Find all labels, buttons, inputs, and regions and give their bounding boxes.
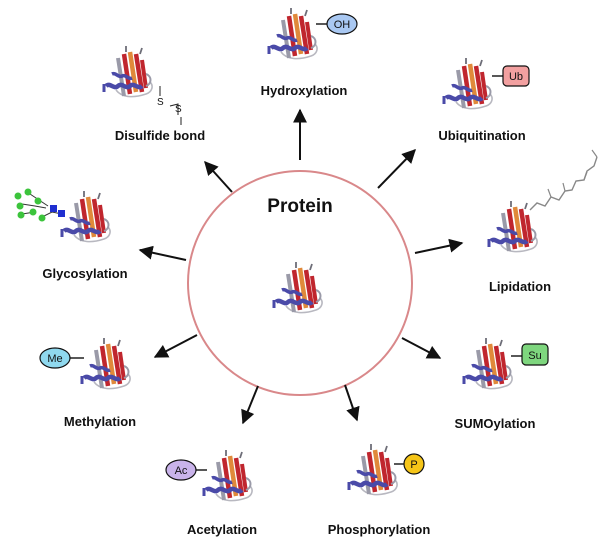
- glycosylation-protein: [62, 191, 110, 242]
- sumoylation-protein: [464, 338, 512, 389]
- hydroxylation-protein: [269, 8, 317, 59]
- glycan-blue-square: [50, 205, 57, 212]
- ubiquitination-group: Ub: [444, 58, 530, 109]
- acetylation-group: Ac: [165, 450, 252, 501]
- phosphorylation-protein: [349, 444, 397, 495]
- lipidation-group: [489, 149, 598, 252]
- glycan-green-circle: [29, 208, 37, 216]
- lipidation-protein: [489, 201, 537, 252]
- ubiquitination-tag-shape: [502, 65, 530, 87]
- hydroxylation-tag-text: OH: [334, 19, 351, 31]
- ubiquitination-protein: [444, 58, 492, 109]
- glycan-green-circle: [16, 202, 24, 210]
- arrow-acetylation: [241, 385, 259, 425]
- glycan-green-circle: [14, 192, 22, 200]
- phosphorylation-group: P: [349, 444, 425, 495]
- sumoylation-group: Su: [464, 338, 549, 389]
- glycan-green-circle: [17, 211, 25, 219]
- glycan-green-circle: [38, 214, 46, 222]
- sumoylation-tag-shape: [521, 343, 549, 366]
- sulfur-atom: S: [175, 104, 182, 115]
- phosphorylation-tag-shape: [403, 453, 425, 475]
- label-hydroxylation: Hydroxylation: [260, 83, 348, 98]
- label-lipidation: Lipidation: [488, 279, 552, 294]
- methylation-tag-text: Me: [47, 353, 62, 365]
- arrow-disulfide: [204, 160, 233, 193]
- protein-circle: [187, 170, 413, 396]
- acetylation-tag-text: Ac: [175, 465, 188, 477]
- glycan-green-circle: [34, 197, 42, 205]
- ubiquitination-tag: Ub: [502, 65, 530, 87]
- disulfide-group: S S: [104, 46, 182, 125]
- label-ubiquitination: Ubiquitination: [438, 128, 526, 143]
- ubiquitination-tag-text: Ub: [509, 71, 523, 83]
- center-title: Protein: [267, 196, 333, 217]
- sumoylation-tag-text: Su: [528, 350, 541, 362]
- phosphorylation-tag: P: [403, 453, 425, 475]
- methylation-protein: [82, 338, 130, 389]
- disulfide-bridge: S S: [157, 86, 182, 125]
- disulfide-protein: [104, 46, 152, 97]
- arrow-methylation: [153, 334, 198, 358]
- methylation-tag-shape: [39, 347, 71, 369]
- hydroxylation-group: OH: [269, 8, 358, 59]
- glycosylation-group: [14, 188, 111, 242]
- acetylation-tag-shape: [165, 459, 197, 481]
- label-disulfide: Disulfide bond: [114, 128, 206, 143]
- arrows: [138, 108, 464, 425]
- methylation-tag: Me: [39, 347, 71, 369]
- label-methylation: Methylation: [63, 414, 137, 429]
- arrow-sumoylation: [401, 337, 442, 359]
- acetylation-protein: [204, 450, 252, 501]
- hydroxylation-tag-shape: [326, 13, 358, 35]
- label-acetylation: Acetylation: [186, 522, 258, 537]
- phosphorylation-tag-text: P: [410, 459, 417, 471]
- hydroxylation-tag: OH: [326, 13, 358, 35]
- sulfur-atom: S: [157, 97, 164, 108]
- label-phosphorylation: Phosphorylation: [327, 522, 431, 537]
- arrow-ubiquitination: [377, 148, 416, 189]
- label-glycosylation: Glycosylation: [42, 266, 128, 281]
- sumoylation-tag: Su: [521, 343, 549, 366]
- lipid-chain: [529, 156, 598, 211]
- arrow-glycosylation: [138, 245, 187, 261]
- methylation-group: Me: [39, 338, 130, 389]
- glycan-blue-square: [58, 210, 65, 217]
- label-sumoylation: SUMOylation: [454, 416, 536, 431]
- arrow-phosphorylation: [344, 384, 360, 422]
- glycan-tree: [14, 188, 65, 222]
- acetylation-tag: Ac: [165, 459, 197, 481]
- center-protein-structure: [274, 262, 322, 313]
- glycan-green-circle: [24, 188, 32, 196]
- arrow-lipidation: [414, 238, 464, 254]
